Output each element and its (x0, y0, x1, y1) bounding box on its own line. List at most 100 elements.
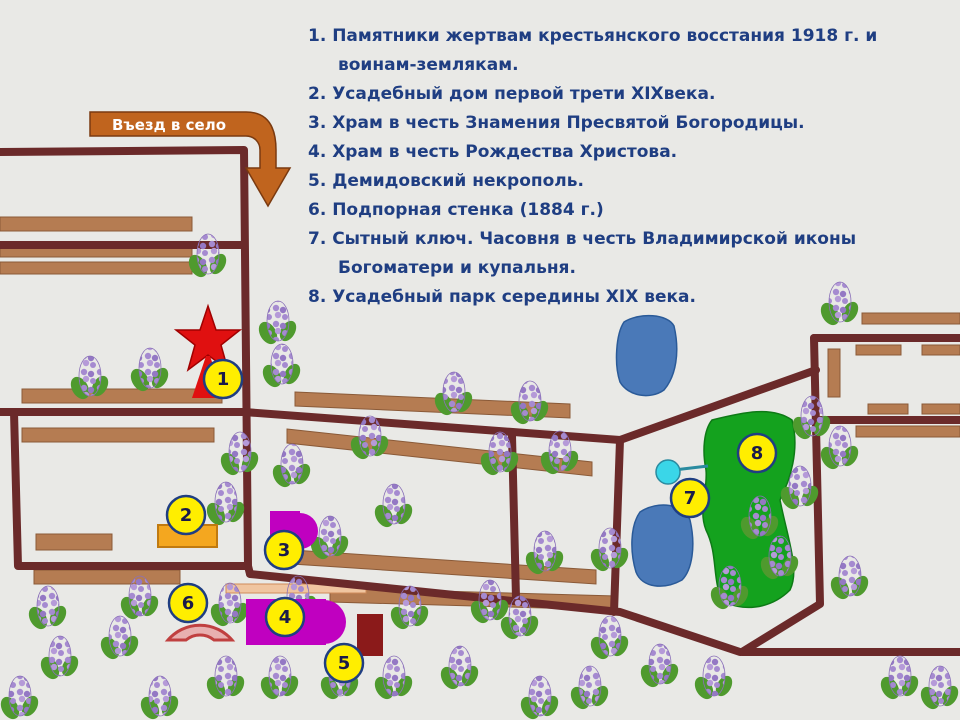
lilac-bush-icon (710, 565, 749, 610)
lilac-bush-icon (590, 527, 629, 572)
lilac-bush-icon (0, 675, 39, 720)
road (246, 570, 744, 656)
lilac-bush-icon (540, 430, 579, 475)
marker-label: 7 (684, 488, 697, 509)
marker-label: 2 (180, 505, 193, 526)
entry-arrow-icon (89, 111, 292, 208)
lilac-bush-icon (590, 615, 629, 660)
spring-icon (655, 459, 709, 485)
legend-item-5: 5. Демидовский некрополь. (308, 171, 584, 191)
lilac-bush-icon (40, 635, 79, 680)
legend-item-4: 4. Храм в честь Рождества Христова. (308, 142, 678, 162)
lilac-bush-icon (570, 665, 609, 710)
lilac-bush-icon (272, 443, 311, 488)
legend-item-2: 2. Усадебный дом первой трети XIXвека. (308, 84, 716, 104)
lilac-bush-icon (510, 380, 549, 425)
lilac-bushes (0, 233, 959, 720)
lilac-bush-icon (70, 355, 109, 400)
lilac-bush-icon (470, 579, 509, 624)
lilac-bush-icon (374, 655, 413, 700)
legend-item-6: 6. Подпорная стенка (1884 г.) (308, 200, 604, 220)
marker-label: 8 (751, 443, 764, 464)
road (0, 408, 624, 444)
lilac-bush-icon (792, 395, 831, 440)
lilac-bush-icon (760, 535, 799, 580)
retaining-wall-icon (164, 623, 236, 642)
lilac-bush-icon (880, 655, 919, 700)
marker-4: 4 (264, 596, 306, 638)
marker-label: 5 (338, 653, 351, 674)
lilac-bush-icon (260, 655, 299, 700)
plank (921, 403, 960, 415)
plank (0, 216, 193, 232)
plank (21, 388, 223, 404)
lilac-bush-icon (390, 585, 429, 630)
lilac-bush-icon (206, 655, 245, 700)
lilac-bush-icon (740, 495, 779, 540)
plank (867, 403, 909, 415)
plank (35, 533, 113, 551)
lilac-bush-icon (525, 530, 564, 575)
lilac-bush-icon (310, 515, 349, 560)
lilac-bush-icon (258, 300, 297, 345)
plank (33, 569, 181, 585)
lilac-bush-icon (28, 585, 67, 630)
plank (21, 427, 215, 443)
lilac-bush-icon (520, 675, 559, 720)
marker-label: 1 (217, 369, 230, 390)
lilac-bush-icon (780, 465, 819, 510)
marker-label: 4 (279, 607, 292, 628)
plank (855, 425, 960, 438)
lilac-bush-icon (920, 665, 959, 710)
entry-label: Въезд в село (112, 116, 226, 134)
plank (921, 344, 960, 356)
lilac-bush-icon (640, 643, 679, 688)
legend-item-7: 7. Сытный ключ. Часовня в честь Владимир… (308, 229, 857, 249)
lilac-bush-icon (830, 555, 869, 600)
lilac-bush-icon (350, 415, 389, 460)
lilac-bush-icon (210, 582, 249, 627)
marker-label: 3 (278, 540, 291, 561)
legend: 1. Памятники жертвам крестьянского восст… (308, 22, 948, 312)
plank (294, 391, 571, 419)
road (10, 408, 254, 578)
lilac-bush-icon (130, 347, 169, 392)
marker-7: 7 (669, 477, 711, 519)
lilac-bush-icon (820, 281, 859, 326)
lilac-bush-icon (374, 483, 413, 528)
marker-1: 1 (202, 358, 244, 400)
legend-item-7: Богоматери и купальня. (338, 258, 576, 278)
necropolis-icon (357, 614, 383, 656)
lilac-bush-icon (440, 645, 479, 690)
plank (861, 312, 960, 325)
lilac-bush-icon (480, 431, 519, 476)
numbered-markers: 1 2 3 4 5 6 7 8 (165, 358, 778, 684)
lilac-bush-icon (500, 595, 539, 640)
marker-6: 6 (167, 582, 209, 624)
lilac-bush-icon (262, 343, 301, 388)
plank (0, 261, 193, 275)
road (0, 146, 252, 570)
lilac-bush-icon (140, 675, 179, 720)
legend-item-3: 3. Храм в честь Знамения Пресвятой Богор… (308, 113, 805, 133)
lilac-bush-icon (220, 431, 259, 476)
road (738, 334, 960, 656)
plank (827, 348, 841, 398)
lilac-bush-icon (694, 655, 733, 700)
marker-3: 3 (263, 529, 305, 571)
legend-item-1: 1. Памятники жертвам крестьянского восст… (308, 26, 878, 46)
lilac-bush-icon (820, 425, 859, 470)
lilac-bush-icon (206, 481, 245, 526)
lilac-bush-icon (120, 575, 159, 620)
marker-2: 2 (165, 494, 207, 536)
roads (0, 146, 960, 656)
road (616, 366, 820, 444)
lilac-bush-icon (188, 233, 227, 278)
plank (855, 344, 902, 356)
legend-item-1: воинам-землякам. (338, 55, 519, 75)
pond-icon (615, 314, 678, 397)
marker-8: 8 (736, 432, 778, 474)
legend-item-8: 8. Усадебный парк середины XIX века. (308, 287, 696, 307)
marker-label: 6 (182, 593, 195, 614)
